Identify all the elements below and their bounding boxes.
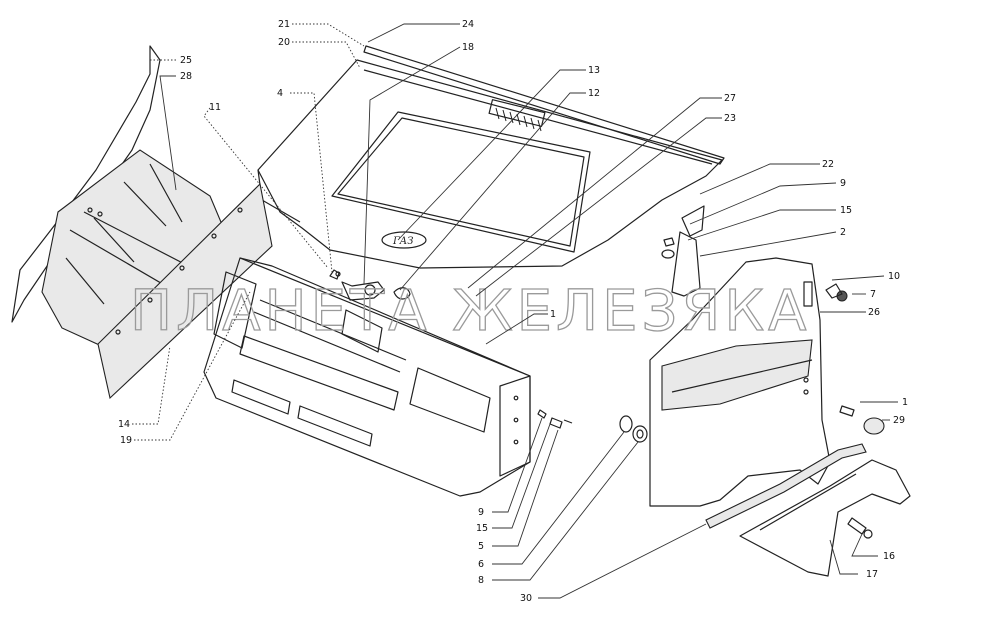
callout-8: 8 [478, 575, 484, 586]
callout-5: 5 [478, 541, 484, 552]
grille-fastener-set [537, 409, 573, 429]
callout-23: 23 [724, 113, 736, 124]
callout-15-top: 15 [840, 205, 852, 216]
callout-16: 16 [883, 551, 895, 562]
callout-28: 28 [180, 71, 192, 82]
wheel-arch-moulding [705, 443, 867, 529]
callout-18: 18 [462, 42, 474, 53]
wheel-arch-liner [739, 459, 911, 577]
callout-17: 17 [866, 569, 878, 580]
hood-insulation-panel [11, 45, 161, 323]
hood-hinge-lock-parts [329, 269, 411, 301]
callout-9-bottom: 9 [478, 507, 484, 518]
washer-8 [632, 425, 648, 443]
callout-labels: 21 20 24 18 25 28 4 11 13 12 27 23 22 9 … [118, 19, 908, 604]
callout-2: 2 [840, 227, 846, 238]
callout-9-top: 9 [840, 178, 846, 189]
callout-1-fender: 1 [902, 397, 908, 408]
bracket-10 [825, 283, 843, 299]
plug-29 [863, 417, 885, 435]
callout-13: 13 [588, 65, 600, 76]
callout-26: 26 [868, 307, 880, 318]
front-grille-panel [203, 257, 531, 497]
callout-10: 10 [888, 271, 900, 282]
callout-14: 14 [118, 419, 130, 430]
callout-19: 19 [120, 435, 132, 446]
hood-emblem-text: ГАЗ [392, 236, 413, 247]
nut-6 [619, 415, 633, 433]
watermark: ПЛАНЕТА ЖЕЛЕЗЯКА [130, 279, 810, 344]
callout-20: 20 [278, 37, 290, 48]
leader-lines [132, 23, 898, 599]
callout-21: 21 [278, 19, 290, 30]
callout-25: 25 [180, 55, 192, 66]
hood-front-seal-strip [363, 45, 725, 165]
callout-1-grille: 1 [550, 309, 556, 320]
callout-12: 12 [588, 88, 600, 99]
callout-4: 4 [277, 88, 283, 99]
callout-24: 24 [462, 19, 474, 30]
bolt-1 [839, 405, 855, 417]
callout-27: 27 [724, 93, 736, 104]
callout-22: 22 [822, 159, 834, 170]
bolt-16 [847, 517, 873, 539]
hood-emblem: ГАЗ [381, 231, 427, 249]
hood-vent-grille [488, 99, 546, 132]
callout-11: 11 [209, 102, 221, 113]
radiator-seal-strip [97, 182, 273, 400]
callout-6: 6 [478, 559, 484, 570]
callout-15-bottom: 15 [476, 523, 488, 534]
callout-7: 7 [870, 289, 876, 300]
callout-30: 30 [520, 593, 532, 604]
callout-29: 29 [893, 415, 905, 426]
